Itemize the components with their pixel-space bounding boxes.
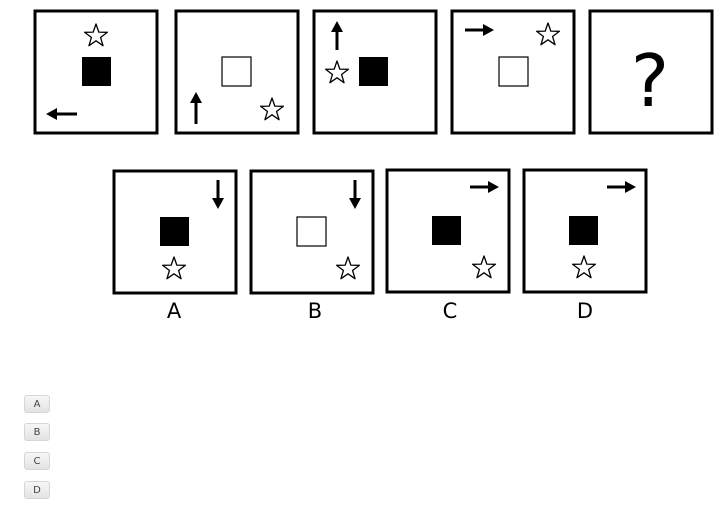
option-label-a: A	[167, 299, 182, 323]
answer-button-a[interactable]: A	[24, 395, 50, 413]
sequence-panel-1	[33, 9, 159, 135]
black-square	[82, 57, 111, 86]
white-square	[296, 216, 327, 247]
arrow-up-icon	[190, 92, 202, 124]
arrow-right-icon	[607, 181, 636, 193]
sequence-panel-missing: ?	[588, 9, 714, 135]
option-label-d: D	[577, 299, 593, 323]
sequence-panel-4	[450, 9, 576, 135]
arrow-right-icon	[470, 181, 499, 193]
black-square	[569, 216, 598, 245]
arrow-left-icon	[46, 108, 77, 120]
option-panel-b: B	[249, 169, 375, 323]
black-square	[432, 216, 461, 245]
answer-button-d[interactable]: D	[24, 481, 50, 499]
black-square	[359, 57, 388, 86]
option-panel-a: A	[112, 169, 238, 323]
answer-button-c[interactable]: C	[24, 452, 50, 470]
white-square	[498, 56, 529, 87]
arrow-down-icon	[212, 180, 224, 209]
black-square	[160, 217, 189, 246]
option-panel-c: C	[385, 168, 511, 323]
option-panel-d: D	[522, 168, 648, 323]
sequence-panel-3	[312, 9, 438, 135]
arrow-down-icon	[349, 180, 361, 209]
arrow-right-icon	[465, 24, 494, 36]
option-label-b: B	[308, 299, 322, 323]
sequence-panel-2	[174, 9, 300, 135]
arrow-up-icon	[331, 21, 343, 50]
puzzle-figure: ? A B C	[33, 9, 714, 323]
question-mark: ?	[631, 39, 669, 123]
option-label-c: C	[443, 299, 458, 323]
answer-button-b[interactable]: B	[24, 423, 50, 441]
white-square	[221, 56, 252, 87]
